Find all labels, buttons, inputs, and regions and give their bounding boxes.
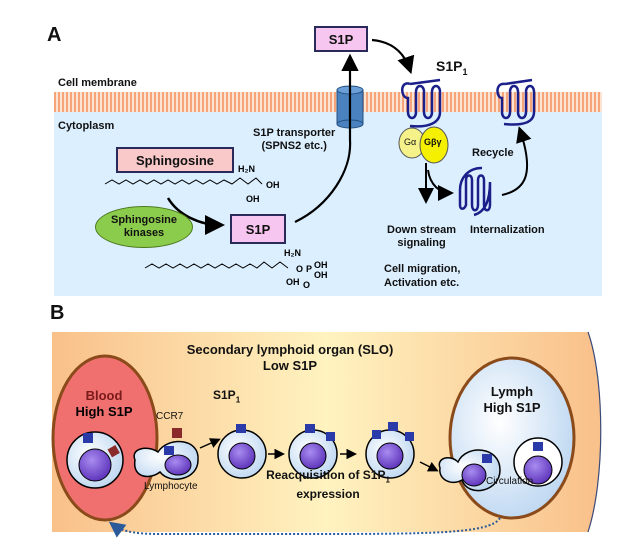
svg-text:P: P <box>306 264 312 274</box>
phosphorylation-arrow <box>166 197 225 235</box>
downstream-label: Down stream signaling <box>387 224 457 249</box>
sphingosine-box: Sphingosine <box>116 147 234 173</box>
reacquiring-cell-1 <box>217 424 267 479</box>
ccr7-label: CCR7 <box>156 411 184 422</box>
svg-text:OH: OH <box>314 260 328 270</box>
svg-text:O: O <box>296 264 303 274</box>
panel-a-graphics: H₂N OH OH H₂N OH O P OH OH O <box>104 38 536 290</box>
outcome-label: Cell migration, Activation etc. <box>384 263 461 289</box>
panel-b-graphics <box>51 331 602 538</box>
lymph-vessel <box>448 356 576 520</box>
s1p-h2n: H₂N <box>284 248 301 258</box>
reacquiring-cell-3 <box>365 422 415 479</box>
s1p1-receptor-label: S1P1 <box>436 58 468 77</box>
cell-membrane <box>54 92 602 112</box>
panel-a-label: A <box>47 24 62 46</box>
s1p-oh: OH <box>286 277 300 287</box>
g-beta-gamma-icon <box>419 126 449 164</box>
s1p-extracellular-box: S1P <box>314 26 368 52</box>
sph-h2n: H₂N <box>238 164 255 174</box>
svg-text:O: O <box>303 280 310 290</box>
transporter-label: S1P transporter (SPNS2 etc.) <box>253 127 336 152</box>
slo-title: Secondary lymphoid organ (SLO) Low S1P <box>186 342 394 373</box>
reacquiring-cell-2 <box>288 424 338 479</box>
export-arrow <box>294 53 359 223</box>
sph-oh2: OH <box>246 194 260 204</box>
cell-membrane-label: Cell membrane <box>58 77 137 89</box>
g-beta-gamma-label: Gβγ <box>424 137 442 147</box>
internalization-label: Internalization <box>470 224 545 236</box>
panel-b-label: B <box>50 302 65 324</box>
cytoplasm-region <box>54 110 602 296</box>
recycled-receptor-icon <box>496 78 536 126</box>
s1p-chain <box>144 261 289 269</box>
lymph-label: Lymph High S1P <box>483 384 541 415</box>
s1p-intracellular-box: S1P <box>230 214 286 244</box>
blood-label: Blood High S1P <box>75 388 133 419</box>
cytoplasm-label: Cytoplasm <box>58 120 115 132</box>
internalized-receptor-icon <box>458 166 492 217</box>
g-alpha-label: Gα <box>404 137 417 147</box>
sphingosine-kinases: Sphingosine kinases <box>95 206 193 248</box>
sph-oh1: OH <box>266 180 280 190</box>
binding-arrow <box>371 38 415 75</box>
circulation-label: Circulation <box>486 476 534 487</box>
s1p1-label: S1P1 <box>213 388 241 405</box>
s1p1-receptor-icon <box>401 78 442 128</box>
reacquisition-label: Reacquisition of S1P1 expression <box>266 468 390 502</box>
lymphocyte-label: Lymphocyte <box>144 481 198 492</box>
return-circulation-arrow <box>108 517 501 538</box>
recycle-label: Recycle <box>472 147 514 159</box>
sphingosine-chain <box>104 177 263 185</box>
svg-text:OH: OH <box>314 270 328 280</box>
